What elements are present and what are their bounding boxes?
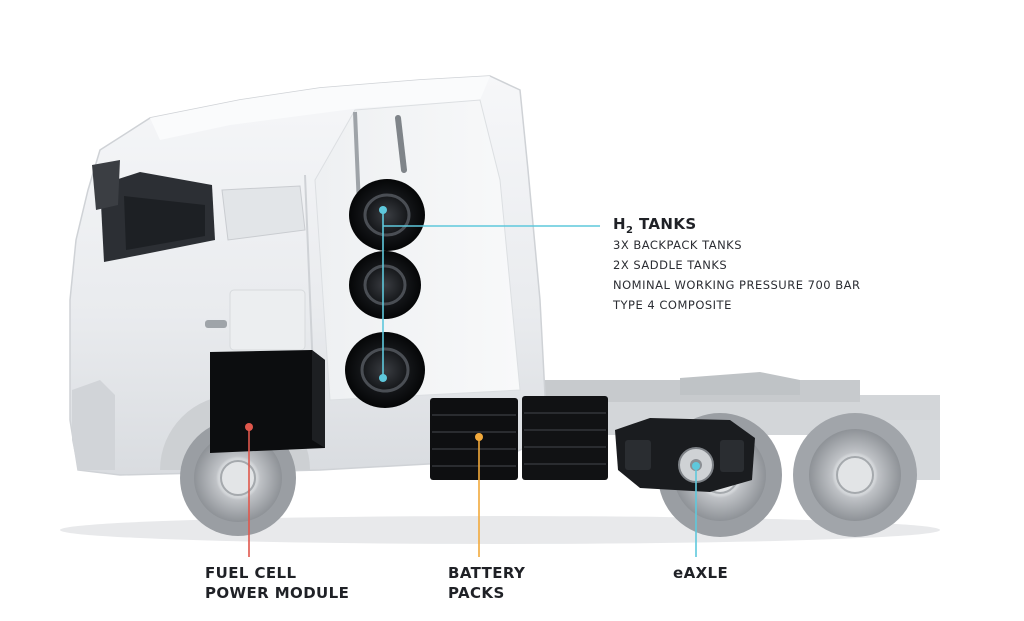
h2-tanks-marker [379,206,387,214]
h2-title-rest: TANKS [633,215,697,233]
fuel-cell-label: FUEL CELL POWER MODULE [205,563,349,603]
h2-tank-1 [349,179,425,251]
fuel-cell-marker [245,423,253,431]
rear-wheel-2 [793,413,917,537]
eaxle-label-line1: eAXLE [673,564,729,582]
h2-title-sub: 2 [625,225,634,236]
battery-label-line2: PACKS [448,584,505,602]
h2-tank-3 [345,332,425,408]
battery-label: BATTERY PACKS [448,563,525,603]
h2-tanks-title: H2 TANKS [613,215,697,236]
battery-pack-2 [522,396,608,480]
h2-detail-pressure: NOMINAL WORKING PRESSURE 700 BAR [613,278,861,292]
h2-detail-saddle: 2X SADDLE TANKS [613,258,728,272]
h2-detail-composite: TYPE 4 COMPOSITE [613,298,732,312]
battery-leader [475,433,483,557]
battery-label-line1: BATTERY [448,564,526,582]
h2-title-main: H [613,215,626,233]
eaxle-unit [615,418,755,492]
h2-tank-2 [349,251,421,319]
cab [69,75,546,476]
battery-marker [475,433,483,441]
fuel-cell-module [210,350,325,453]
eaxle-marker [692,462,700,470]
battery-pack-1 [430,398,518,480]
h2-tanks-leader [379,206,600,382]
h2-detail-backpack: 3X BACKPACK TANKS [613,238,743,252]
fuel-cell-label-line1: FUEL CELL [205,564,297,582]
fuel-cell-leader [245,423,253,557]
eaxle-leader [692,462,700,557]
fuel-cell-label-line2: POWER MODULE [205,584,350,602]
ground-shadow [60,516,940,544]
eaxle-label: eAXLE [673,563,728,583]
